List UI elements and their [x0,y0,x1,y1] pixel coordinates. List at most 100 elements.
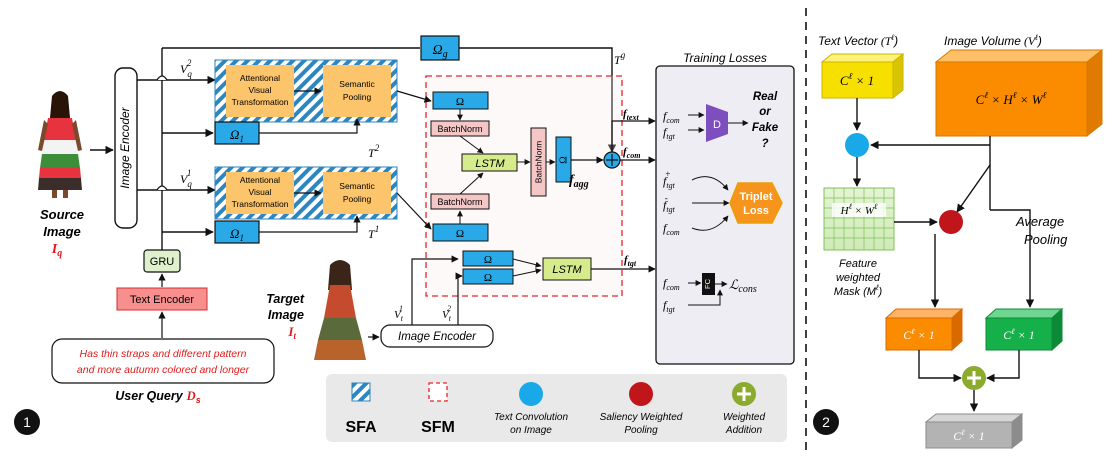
target-person-image [314,260,366,360]
vt1-label: Vt1 [394,304,404,323]
yellow-cube-top [820,53,905,63]
sp-top-to-omega [396,90,432,103]
loss-ftgt-plus: ftgt+ [663,169,676,190]
yellow-cube-label: Cℓ × 1 [840,71,874,88]
target-label: Target [266,292,305,306]
orange-to-add [918,350,962,383]
gray-cube-top [924,413,1024,423]
gray-cube-label: Cℓ × 1 [953,428,984,443]
avt-bot-l1: Attentional [240,175,280,185]
omega1-b-label: Ω1 [230,226,244,243]
training-losses-box [655,65,795,365]
vq1-label: Vq1 [180,168,192,189]
volume-side [1086,48,1103,138]
step-1-label: 1 [23,414,31,430]
mask-label: Mask (Mℓ) [834,283,883,298]
legend-text-conv-icon [519,382,543,406]
omega-tgt-top-label: Ω [484,254,492,266]
pooling-label: Pooling [1024,232,1068,247]
sp-bot-to-omega [396,192,432,230]
batchnorm-vertical-label: BatchNorm [533,141,543,184]
t1-label: T1 [368,224,379,241]
source-person-image [38,91,82,198]
image-encoder-label: Image Encoder [118,106,132,188]
crossover-bottom [156,185,168,191]
sp-top-l2: Pooling [343,92,372,102]
omega-top-label: Ω [456,96,464,108]
triplet-arrow-3 [691,215,729,231]
fake-label: Fake [752,122,779,134]
loss-fcom-b: fcom [663,221,680,237]
avt-bot-l3: Transformation [232,199,289,209]
mask-label-bg [832,203,886,217]
source-symbol: Iq [51,242,62,259]
avt-top-l1: Attentional [240,73,280,83]
or-label: or [759,106,771,118]
green-cube-label: Cℓ × 1 [1003,327,1034,342]
batchnorm-bottom-label: BatchNorm [437,197,482,207]
image-volume-title: Image Volume(Vℓ) [944,33,1042,48]
legend-saliency-icon [629,382,653,406]
volume-top [934,49,1104,63]
text-encoder-label: Text Encoder [130,294,195,306]
sp-box-bottom [323,172,391,214]
fc-label: FC [703,278,712,289]
vq2-label: Vq2 [180,58,192,79]
gru-label: GRU [150,256,175,268]
fc-box [702,273,715,295]
volume-front [935,61,1088,137]
feature-mask-grid [823,187,895,251]
bn-bot-to-lstm [459,172,484,195]
step-2-label: 2 [822,414,830,430]
text-vector-title: Text Vector(Tℓ) [818,33,898,48]
image-encoder-bottom-label: Image Encoder [398,331,477,343]
loss-ftgt-c: ftgt [663,298,676,314]
loss-ftgt-minus: ftgt- [663,193,676,214]
yellow-cube-side [892,52,904,100]
lstm-target-label: LSTM [552,264,582,276]
omega-g-box [420,35,460,61]
crossover-top [156,75,168,81]
mask-hw-label: Hℓ × Wℓ [840,202,878,217]
average-label: Average [1015,214,1064,229]
image-encoder-box [114,67,138,229]
image-encoder-bottom-box [380,324,494,348]
discriminator-shape [706,104,728,142]
f-com-label: fcom [623,146,640,160]
omega-bottom-label: Ω [456,228,464,240]
l-cons-label: ℒcons [729,277,757,295]
f-tgt-label: ftgt [624,254,637,268]
step-2-badge [813,409,839,435]
weighted-label: weighted [836,272,881,284]
legend-sfm-swatch [428,382,448,402]
step-1-badge [14,409,40,435]
triplet-label-1: Triplet [739,191,772,203]
question-label: ? [761,138,768,150]
omega-tgt-bot-to-lstm [512,268,542,277]
legend-text-conv-l2: on Image [510,425,552,436]
avt-box-top [226,65,294,117]
f-text-label: ftext [623,108,639,122]
sum-to-ftext [611,117,656,152]
vt1-line [411,255,459,325]
orange-cube-front [885,317,953,351]
target-symbol: It [287,324,296,341]
triplet-arrow-1 [691,176,729,191]
omega1-b-to-sp [259,215,361,233]
omega-vertical-label: Ω [558,156,569,163]
omega-tgt-bottom [462,268,514,285]
text-encoder-box [116,287,208,311]
avt-top-l3: Transformation [232,97,289,107]
loss-ftgt-a: ftgt [663,125,676,141]
legend-sfa-label: SFA [345,419,377,436]
orange-cube-top [884,308,964,319]
loss-fcom-a: fcom [663,109,680,125]
legend-panel [326,374,787,442]
bn-top-to-lstm [459,135,484,154]
query-line-1: Has thin straps and different pattern [80,348,247,360]
orange-cube-label: Cℓ × 1 [903,327,934,342]
omega-tgt-top-to-lstm [512,258,542,268]
legend-saliency-l2: Pooling [624,425,658,436]
tg-label: Tg [614,50,626,67]
